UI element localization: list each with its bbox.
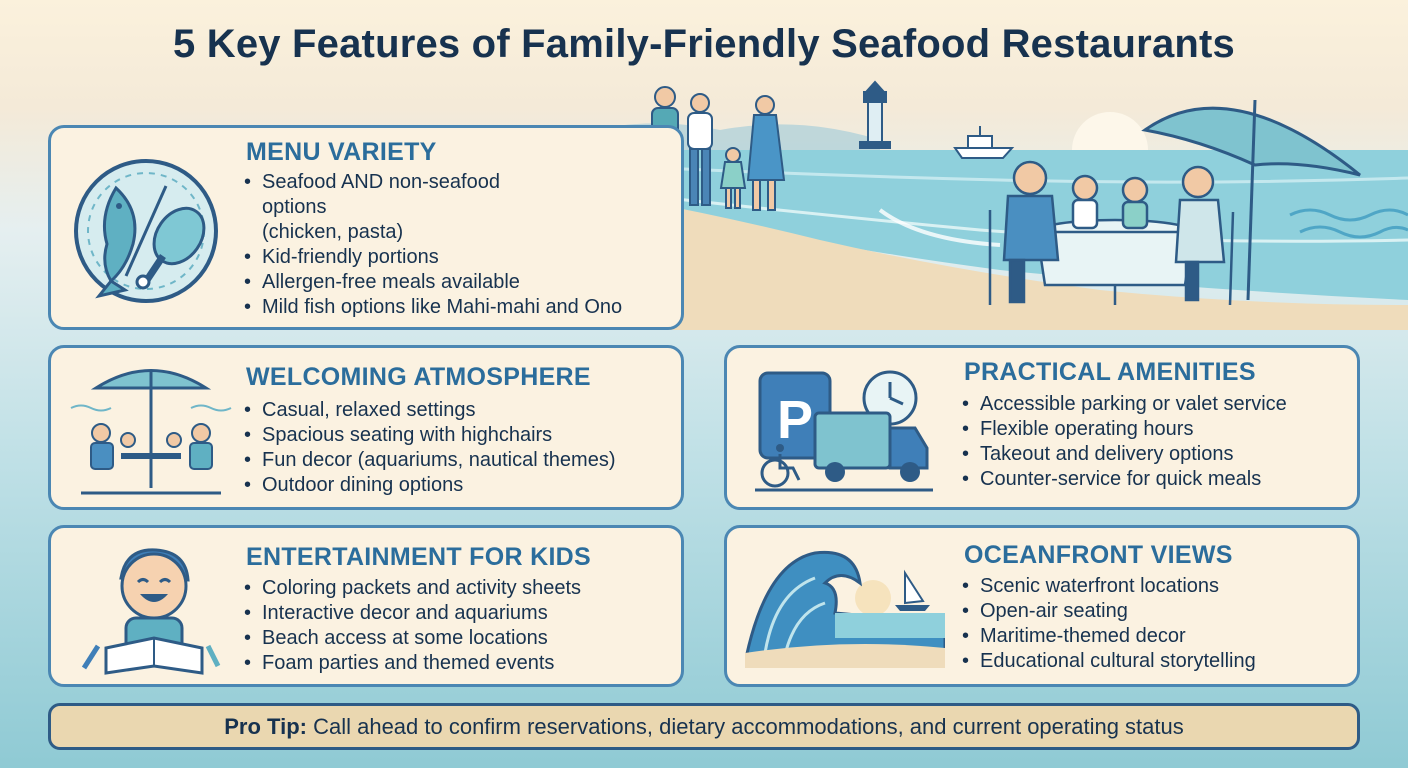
list-item: Beach access at some locations — [244, 626, 581, 651]
welcoming-atmosphere-card: WELCOMING ATMOSPHERE Casual, relaxed set… — [48, 345, 684, 510]
list-item: Foam parties and themed events — [244, 651, 581, 676]
practical-amenities-list: Accessible parking or valet service Flex… — [962, 392, 1287, 492]
list-item: Casual, relaxed settings — [244, 398, 616, 423]
list-item: Open-air seating — [962, 599, 1256, 624]
entertainment-heading: ENTERTAINMENT FOR KIDS — [246, 543, 592, 571]
fish-and-chicken-leg-icon — [74, 159, 218, 303]
list-item: Maritime-themed decor — [962, 624, 1256, 649]
welcoming-atmosphere-list: Casual, relaxed settings Spacious seatin… — [244, 398, 616, 498]
list-item: Scenic waterfront locations — [962, 574, 1256, 599]
pro-tip-banner: Pro Tip: Call ahead to confirm reservati… — [48, 703, 1360, 750]
list-item: Spacious seating with highchairs — [244, 423, 616, 448]
entertainment-list: Coloring packets and activity sheets Int… — [244, 576, 581, 676]
entertainment-card: ENTERTAINMENT FOR KIDS Coloring packets … — [48, 525, 684, 687]
list-item: Flexible operating hours — [962, 417, 1287, 442]
practical-amenities-heading: PRACTICAL AMENITIES — [964, 358, 1256, 386]
practical-amenities-card: P PRACTICAL AMENITIES Accessible parking… — [724, 345, 1360, 510]
menu-variety-list: Seafood AND non-seafood options (chicken… — [244, 170, 622, 320]
list-item: Takeout and delivery options — [962, 442, 1287, 467]
list-item: Counter-service for quick meals — [962, 467, 1287, 492]
pro-tip-text: Call ahead to confirm reservations, diet… — [306, 714, 1184, 739]
parking-delivery-truck-icon: P — [755, 370, 933, 492]
list-item: Allergen-free meals available — [244, 270, 622, 295]
list-item: Mild fish options like Mahi-mahi and Ono — [244, 295, 622, 320]
child-coloring-icon — [81, 548, 221, 675]
oceanfront-views-card: OCEANFRONT VIEWS Scenic waterfront locat… — [724, 525, 1360, 687]
menu-variety-heading: MENU VARIETY — [246, 138, 437, 166]
list-item: Fun decor (aquariums, nautical themes) — [244, 448, 616, 473]
family-outdoor-dining-icon — [70, 369, 232, 495]
menu-variety-card: MENU VARIETY Seafood AND non-seafood opt… — [48, 125, 684, 330]
list-item: Accessible parking or valet service — [962, 392, 1287, 417]
svg-text:P: P — [777, 390, 813, 450]
list-item: Coloring packets and activity sheets — [244, 576, 581, 601]
oceanfront-views-heading: OCEANFRONT VIEWS — [964, 541, 1233, 569]
list-item: Interactive decor and aquariums — [244, 601, 581, 626]
welcoming-atmosphere-heading: WELCOMING ATMOSPHERE — [246, 363, 591, 391]
page-title: 5 Key Features of Family-Friendly Seafoo… — [172, 22, 1235, 66]
pro-tip-label: Pro Tip: — [224, 714, 307, 739]
list-item: Educational cultural storytelling — [962, 649, 1256, 674]
wave-sailboat-icon — [745, 550, 945, 668]
list-item: Kid-friendly portions — [244, 245, 622, 270]
list-item: Outdoor dining options — [244, 473, 616, 498]
list-item: Seafood AND non-seafood options (chicken… — [244, 170, 622, 245]
oceanfront-views-list: Scenic waterfront locations Open-air sea… — [962, 574, 1256, 674]
